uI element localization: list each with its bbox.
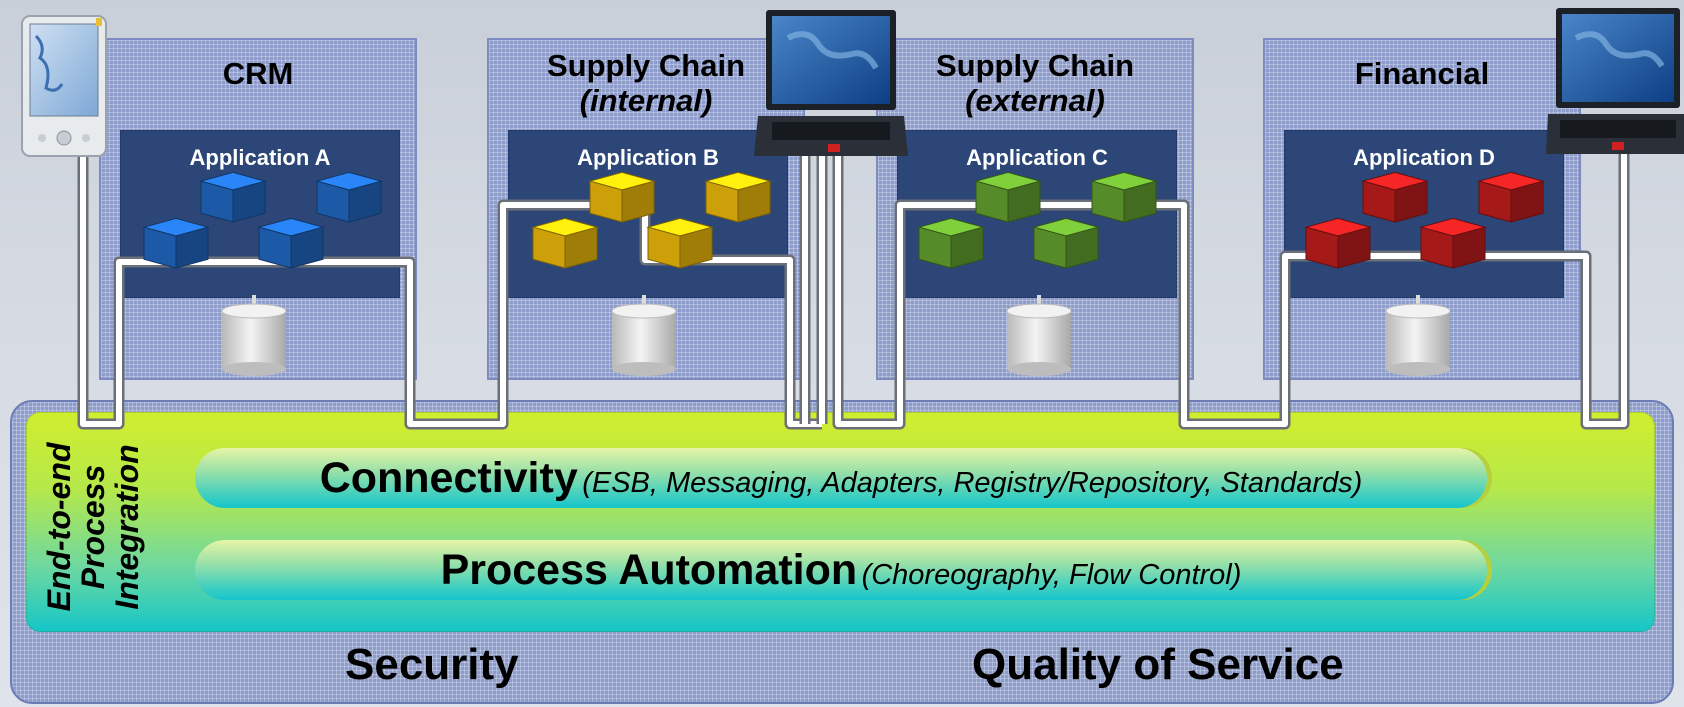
connectivity-detail: (ESB, Messaging, Adapters, Registry/Repo… [582,467,1363,499]
component-cube-icon [257,217,325,269]
component-cube-icon [974,171,1042,223]
application-label: Application D [1353,145,1495,170]
laptop-icon [754,10,908,156]
panel-subtitle: (internal) [579,83,713,118]
database-icon [611,295,677,376]
application-label: Application C [966,145,1108,170]
pda-icon [21,15,107,157]
component-cube-icon [588,171,656,223]
application-label: Application B [577,145,719,170]
database-icon [221,295,287,376]
component-cube-icon [315,171,383,223]
application-label: Application A [189,145,331,170]
side-label-line-2: Process [75,465,111,590]
database-icon [1385,295,1451,376]
component-cube-icon [1477,171,1545,223]
component-cube-icon [142,217,210,269]
side-label-line-1: End-to-end [41,441,77,611]
component-cube-icon [646,217,714,269]
quality-of-service-label: Quality of Service [972,640,1344,689]
panel-title: Supply Chain (external) [878,48,1192,118]
connectivity-title: Connectivity [319,454,578,502]
panel-title: Supply Chain (internal) [489,48,803,118]
security-label: Security [345,640,519,689]
panel-subtitle: (external) [965,83,1105,118]
component-cube-icon [1419,217,1487,269]
panel-title-main: Supply Chain [546,48,746,83]
application-components [142,171,1545,269]
component-cube-icon [704,171,772,223]
panel-title: Financial [1354,56,1490,91]
component-cube-icon [1304,217,1372,269]
end-to-end-label: End-to-end Process Integration [38,435,148,620]
process-automation-title: Process Automation [440,546,858,594]
component-cube-icon [917,217,985,269]
connection-wires [77,140,1630,430]
side-label-line-3: Integration [109,444,145,609]
database-icon [1006,295,1072,376]
component-cube-icon [531,217,599,269]
component-cube-icon [199,171,267,223]
panel-title: CRM [222,56,294,91]
component-cube-icon [1090,171,1158,223]
panel-title-main: Supply Chain [935,48,1135,83]
laptop-icon [1546,8,1684,154]
component-cube-icon [1032,217,1100,269]
process-automation-bar: Process Automation (Choreography, Flow C… [195,540,1487,600]
component-cube-icon [1361,171,1429,223]
process-automation-detail: (Choreography, Flow Control) [861,559,1242,591]
connectivity-bar: Connectivity (ESB, Messaging, Adapters, … [195,448,1487,508]
